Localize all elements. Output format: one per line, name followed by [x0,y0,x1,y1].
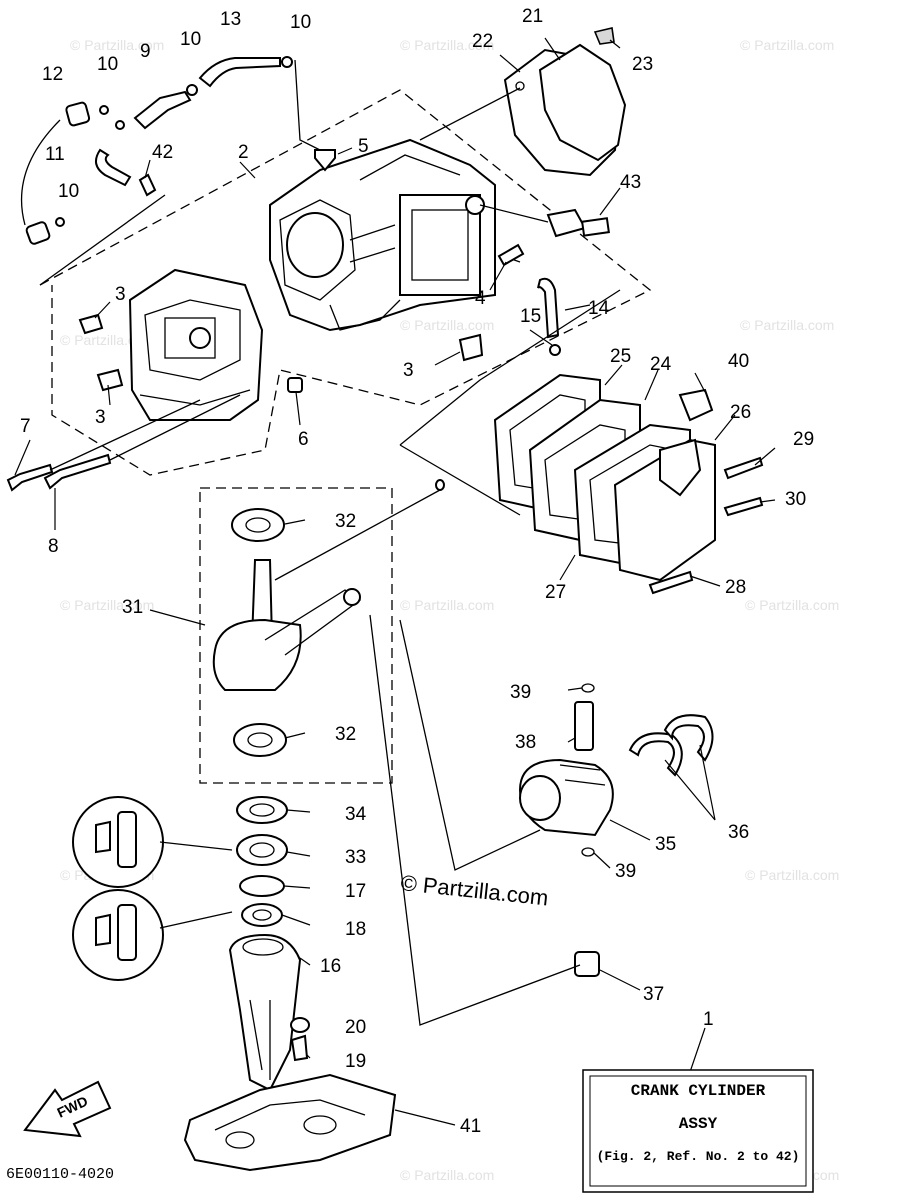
callout-34: 34 [345,804,367,825]
callout-32: 32 [335,724,356,745]
callout-6: 6 [298,429,309,450]
cylinder-head-cover [419,27,627,177]
callout-27: 27 [545,582,566,603]
callout-3: 3 [115,284,126,305]
callout-17: 17 [345,881,366,902]
callout-39: 39 [615,861,636,882]
lower-housing [183,796,397,1172]
callout-21: 21 [522,6,543,27]
crankshaft-group-box [199,487,393,784]
callout-10: 10 [58,181,79,202]
head-gaskets [399,289,764,595]
callout-10: 10 [97,54,118,75]
callout-15: 15 [520,306,541,327]
long-bolts [6,394,241,492]
watermark: © Partzilla.com [740,37,834,53]
callout-labels: 1 2 3 3 3 4 5 6 7 8 9 10 10 10 10 11 12 … [20,6,814,1137]
callout-40: 40 [728,351,749,372]
callout-42: 42 [152,142,173,163]
callout-37: 37 [643,984,664,1005]
watermark: © Partzilla.com [745,867,839,883]
watermark: © Partzilla.com [745,597,839,613]
callout-32: 32 [335,511,356,532]
callout-9: 9 [140,41,151,62]
callout-11: 11 [45,144,65,165]
callout-5: 5 [358,136,369,157]
callout-3: 3 [403,360,414,381]
callout-1: 1 [703,1009,714,1030]
piston-group [369,614,714,1026]
callout-4: 4 [475,288,486,309]
watermark: © Partzilla.com [400,317,494,333]
callout-28: 28 [725,577,746,598]
watermark: © Partzilla.com [60,597,154,613]
watermark: © Partzilla.com [400,1167,494,1183]
callout-10: 10 [180,29,201,50]
callout-2: 2 [238,142,249,163]
callout-13: 13 [220,9,241,30]
seal-detail-views [72,796,233,981]
callout-18: 18 [345,919,366,940]
callout-38: 38 [515,732,536,753]
watermark: © Partzilla.com [70,37,164,53]
copyright-mark: © Partzilla.com [399,870,549,910]
callout-19: 19 [345,1051,366,1072]
callout-30: 30 [785,489,806,510]
callout-10: 10 [290,12,311,33]
title-box-line-1: CRANK CYLINDER [631,1082,766,1100]
callout-23: 23 [632,54,653,75]
title-box-line-3: (Fig. 2, Ref. No. 2 to 42) [597,1149,800,1164]
diagram-code: 6E00110-4020 [6,1166,114,1183]
callout-14: 14 [588,298,610,319]
callout-41: 41 [460,1116,481,1137]
hose-fittings [20,56,336,286]
callout-43: 43 [620,172,641,193]
watermark: © Partzilla.com [740,317,834,333]
watermark: © Partzilla.com [400,37,494,53]
callout-39: 39 [510,682,531,703]
cylinder-group-outline [39,89,652,476]
callout-16: 16 [320,956,341,977]
callout-22: 22 [472,31,493,52]
hose-14 [497,243,561,356]
callout-36: 36 [728,822,749,843]
fwd-arrow-icon: FWD [23,1080,112,1138]
callout-33: 33 [345,847,366,868]
callout-12: 12 [42,64,63,85]
watermark: © Partzilla.com [400,597,494,613]
fittings-3 [78,313,484,393]
callout-25: 25 [610,346,631,367]
callout-24: 24 [650,354,672,375]
callout-20: 20 [345,1017,366,1038]
title-box: CRANK CYLINDER ASSY (Fig. 2, Ref. No. 2 … [582,1069,814,1193]
callout-8: 8 [48,536,59,557]
callout-26: 26 [730,402,751,423]
spark-plug [479,204,610,238]
crankshaft-group [212,479,445,757]
callout-3: 3 [95,407,106,428]
callout-7: 7 [20,416,31,437]
callout-31: 31 [122,597,143,618]
title-box-line-2: ASSY [679,1115,718,1133]
cylinder-body [128,138,496,421]
callout-29: 29 [793,429,814,450]
callout-35: 35 [655,834,676,855]
leader-lines [14,37,776,1126]
group-outlines [39,89,652,784]
